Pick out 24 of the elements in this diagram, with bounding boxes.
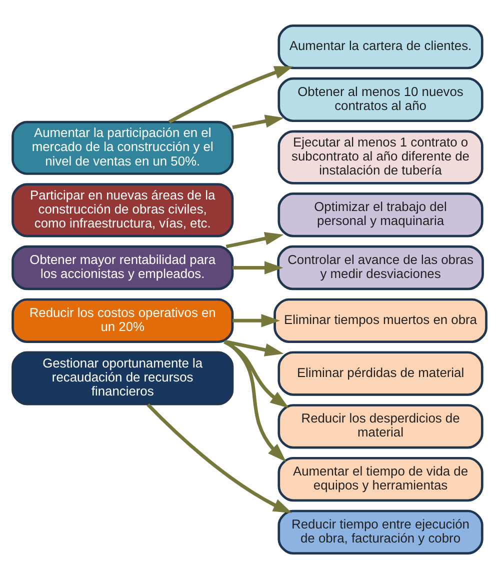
node-box: Aumentar la participación en el mercado de la construcción y el nivel de ventas en un 50%. xyxy=(12,120,234,174)
node-box: Reducir los desperdicios de material xyxy=(278,404,484,448)
arrow xyxy=(224,340,289,408)
node-box: Controlar el avance de las obras y medir desviaciones xyxy=(277,244,484,290)
arrow xyxy=(146,402,292,513)
node-box: Eliminar tiempos muertos en obra xyxy=(274,298,488,342)
node-box: Obtener al menos 10 nuevos contratos al año xyxy=(278,76,484,122)
node-box: Ejecutar al menos 1 contrato o subcontrato al año diferente de instalación de tubería xyxy=(278,130,484,184)
node-box: Reducir los costos operativos en un 20% xyxy=(12,298,234,342)
node-box: Reducir tiempo entre ejecución de obra, facturación y cobro xyxy=(278,509,484,554)
node-box: Eliminar pérdidas de material xyxy=(278,350,484,396)
arrow xyxy=(225,340,286,462)
arrow xyxy=(232,114,284,129)
node-box: Gestionar oportunamente la recaudación de recursos financieros xyxy=(12,350,234,405)
arrow xyxy=(226,232,284,248)
node-box: Aumentar el tiempo de vida de equipos y herramientas xyxy=(278,456,484,502)
node-box: Optimizar el trabajo del personal y maquinaria xyxy=(278,192,484,237)
node-box: Obtener mayor rentabilidad para los accionistas y empleados. xyxy=(12,244,234,290)
arrow xyxy=(226,340,284,356)
node-box: Participar en nuevas áreas de la construcción de obras civiles, como infraestructura, vías, etc. xyxy=(12,182,234,237)
node-box: Aumentar la cartera de clientes. xyxy=(278,24,484,69)
arrow xyxy=(232,314,280,327)
arrow xyxy=(168,66,294,124)
arrow xyxy=(232,260,284,274)
